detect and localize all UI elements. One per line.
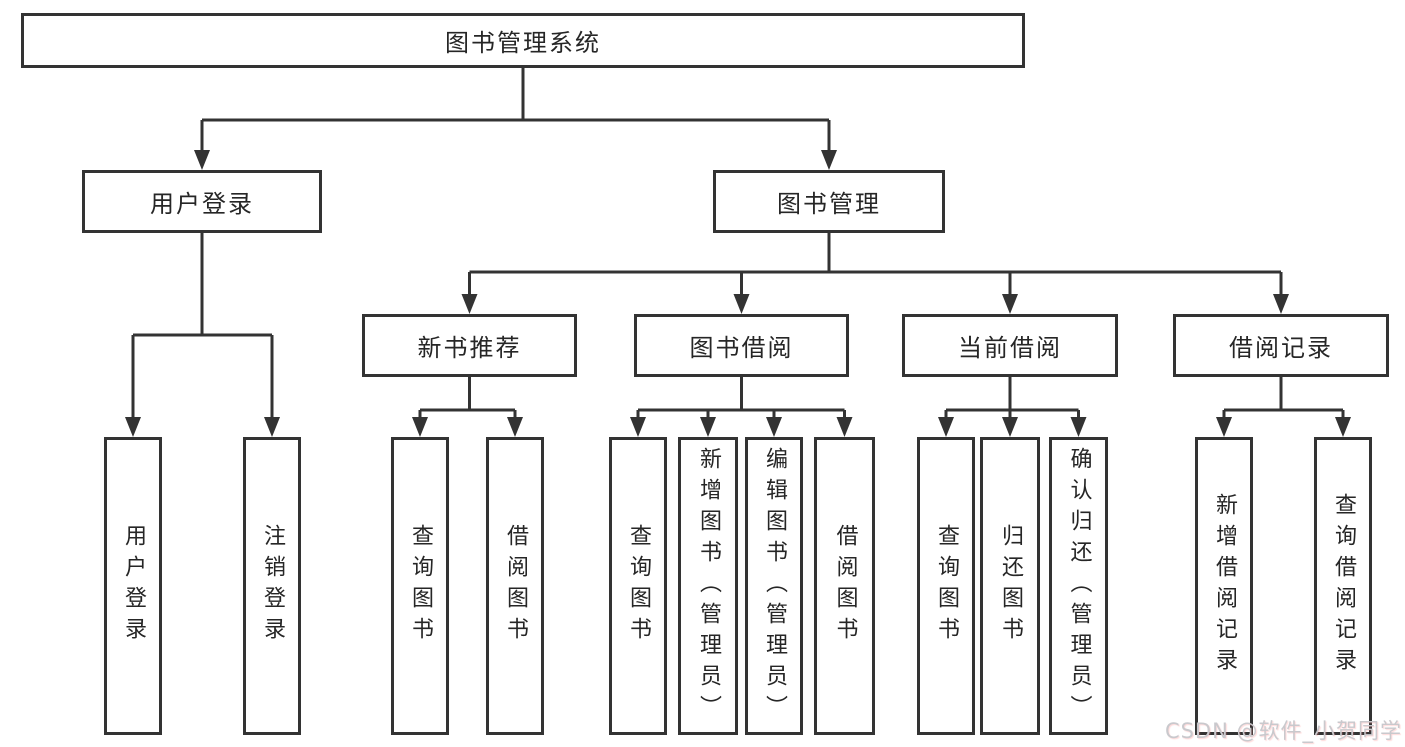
- node-new-book-recommend-label: 新书推荐: [417, 334, 522, 362]
- node-new-book-recommend: 新书推荐: [362, 314, 577, 377]
- leaf-query-books-borrow: 查询图书: [609, 437, 667, 735]
- leaf-borrow-book: 借阅图书: [814, 437, 875, 735]
- leaf-add-borrow-record-label: 新增借阅记录: [1212, 493, 1237, 679]
- leaf-user-login-label: 用户登录: [121, 524, 146, 648]
- node-borrow-records-label: 借阅记录: [1229, 334, 1333, 362]
- leaf-edit-book-admin: 编辑图书（管理员）: [745, 437, 803, 735]
- leaf-query-books-recommend-label: 查询图书: [408, 524, 433, 648]
- node-book-borrow-label: 图书借阅: [689, 334, 794, 362]
- node-user-login-label: 用户登录: [150, 190, 254, 218]
- leaf-query-borrow-record: 查询借阅记录: [1314, 437, 1372, 735]
- leaf-borrow-book-label: 借阅图书: [832, 524, 858, 648]
- node-user-login: 用户登录: [82, 170, 322, 233]
- leaf-logout: 注销登录: [243, 437, 301, 735]
- leaf-add-book-admin: 新增图书（管理员）: [678, 437, 738, 735]
- node-borrow-records: 借阅记录: [1173, 314, 1389, 377]
- leaf-user-login: 用户登录: [104, 437, 162, 735]
- leaf-query-borrow-record-label: 查询借阅记录: [1331, 493, 1356, 679]
- node-current-borrow: 当前借阅: [902, 314, 1118, 377]
- leaf-query-books-recommend: 查询图书: [391, 437, 449, 735]
- leaf-logout-label: 注销登录: [260, 524, 285, 648]
- leaf-edit-book-admin-label: 编辑图书（管理员）: [762, 446, 787, 726]
- node-root: 图书管理系统: [21, 13, 1025, 68]
- leaf-borrow-book-recommend: 借阅图书: [486, 437, 544, 735]
- leaf-add-borrow-record: 新增借阅记录: [1195, 437, 1253, 735]
- csdn-watermark: CSDN @软件_小贺同学: [1164, 719, 1402, 743]
- leaf-return-book: 归还图书: [980, 437, 1040, 735]
- leaf-query-books-borrow-label: 查询图书: [626, 524, 651, 648]
- node-book-management-label: 图书管理: [777, 190, 881, 218]
- node-root-label: 图书管理系统: [445, 29, 601, 57]
- leaf-return-book-label: 归还图书: [998, 524, 1023, 648]
- leaf-borrow-book-recommend-label: 借阅图书: [503, 524, 528, 648]
- node-book-management: 图书管理: [713, 170, 945, 233]
- leaf-query-books-current: 查询图书: [917, 437, 975, 735]
- leaf-add-book-admin-label: 新增图书（管理员）: [696, 446, 721, 726]
- leaf-confirm-return-admin: 确认归还（管理员）: [1049, 437, 1108, 735]
- node-current-borrow-label: 当前借阅: [958, 334, 1062, 362]
- node-book-borrow: 图书借阅: [634, 314, 849, 377]
- leaf-query-books-current-label: 查询图书: [934, 524, 959, 648]
- leaf-confirm-return-admin-label: 确认归还（管理员）: [1066, 446, 1092, 726]
